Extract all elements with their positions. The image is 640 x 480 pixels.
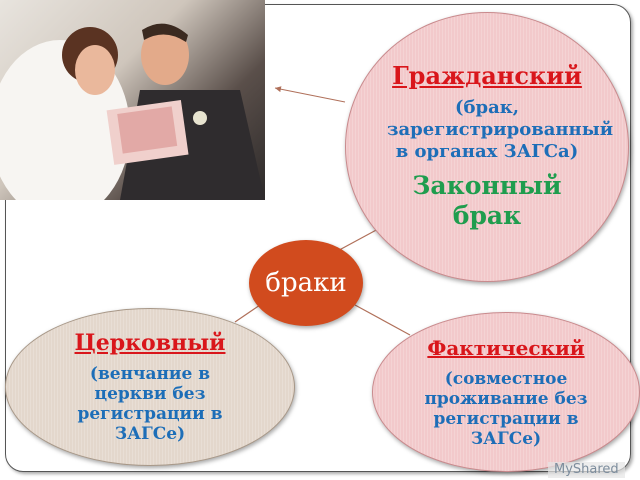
- slide-frame: [5, 4, 631, 472]
- couple-illustration: [0, 23, 265, 200]
- actual-description: (совместное проживание без регистрации в…: [424, 369, 588, 449]
- watermark: MyShared: [548, 462, 625, 478]
- node-center-marriages: браки: [249, 240, 363, 326]
- civil-title: Гражданский: [392, 61, 582, 90]
- civil-description: (брак, зарегистрированный в органах ЗАГС…: [387, 97, 614, 162]
- node-civil-marriage: Гражданский (брак, зарегистрированный в …: [345, 12, 629, 282]
- connector-church: [234, 304, 261, 323]
- connector-actual: [354, 304, 411, 336]
- node-actual-marriage: Фактический (совместное проживание без р…: [372, 312, 640, 472]
- wedding-photo: [0, 0, 265, 200]
- civil-note: Законный брак: [412, 171, 562, 230]
- arrow-to-photo: [274, 86, 346, 103]
- church-title: Церковный: [74, 330, 226, 356]
- center-label: браки: [265, 268, 347, 298]
- actual-title: Фактический: [427, 336, 585, 360]
- church-description: (венчание в церкви без регистрации в ЗАГ…: [77, 364, 223, 444]
- node-church-marriage: Церковный (венчание в церкви без регистр…: [5, 308, 295, 466]
